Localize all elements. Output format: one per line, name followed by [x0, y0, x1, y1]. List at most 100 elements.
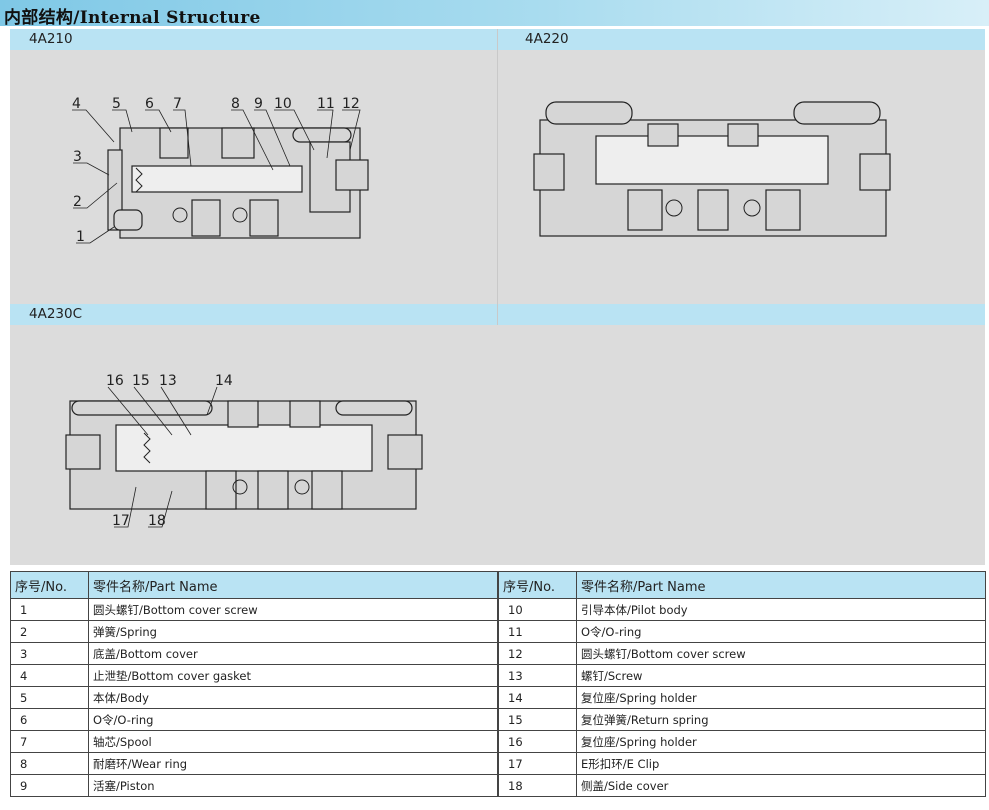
table-header-row: 序号/No. 零件名称/Part Name — [10, 571, 498, 599]
return-spring-zigzag — [143, 432, 151, 464]
cell-name: 底盖/Bottom cover — [88, 642, 498, 665]
callout-15: 15 — [132, 373, 150, 389]
cell-no: 17 — [498, 752, 577, 775]
port-circle-1 — [172, 207, 188, 223]
callout-1: 1 — [76, 229, 85, 245]
left-cap — [65, 434, 101, 470]
cell-name: 侧盖/Side cover — [576, 774, 986, 797]
port-block-5 — [311, 470, 343, 510]
callout-11: 11 — [317, 96, 335, 112]
model-bar-4a210: 4A210 — [10, 29, 497, 50]
port-block-1 — [227, 400, 259, 428]
port-block-4 — [697, 189, 729, 231]
cell-name: 耐磨环/Wear ring — [88, 752, 498, 775]
port-circle-2 — [743, 199, 761, 217]
port-block-2 — [289, 400, 321, 428]
cell-name: 圆头螺钉/Bottom cover screw — [88, 598, 498, 621]
spool-outline — [595, 135, 829, 185]
cell-name: O令/O-ring — [88, 708, 498, 731]
callout-5: 5 — [112, 96, 121, 112]
cell-no: 10 — [498, 598, 577, 621]
table-header-row: 序号/No. 零件名称/Part Name — [498, 571, 986, 599]
cell-no: 1 — [10, 598, 89, 621]
port-block-1 — [159, 127, 189, 159]
cell-no: 16 — [498, 730, 577, 753]
cell-name: 轴芯/Spool — [88, 730, 498, 753]
column-header-no: 序号/No. — [498, 571, 577, 599]
cell-no: 18 — [498, 774, 577, 797]
spool-outline — [115, 424, 373, 472]
cell-name: 复位座/Spring holder — [576, 686, 986, 709]
callout-6: 6 — [145, 96, 154, 112]
model-label-4a230c: 4A230C — [29, 306, 83, 322]
port-circle-1 — [665, 199, 683, 217]
cell-name: 活塞/Piston — [88, 774, 498, 797]
port-block-3 — [627, 189, 663, 231]
port-block-4 — [257, 470, 289, 510]
callout-12: 12 — [342, 96, 360, 112]
cell-no: 9 — [10, 774, 89, 797]
port-block-3 — [191, 199, 221, 237]
right-cap — [859, 153, 891, 191]
callout-9: 9 — [254, 96, 263, 112]
pilot-screw-left — [71, 400, 213, 416]
port-block-1 — [647, 123, 679, 147]
callout-7: 7 — [173, 96, 182, 112]
model-bar-4a230c: 4A230C — [10, 304, 497, 325]
cell-no: 15 — [498, 708, 577, 731]
panel-divider — [497, 29, 498, 325]
diagram-4a230c: 16 15 13 14 17 18 — [65, 373, 423, 529]
cell-no: 4 — [10, 664, 89, 687]
cell-name: O令/O-ring — [576, 620, 986, 643]
port-circle-2 — [232, 207, 248, 223]
callout-16: 16 — [106, 373, 124, 389]
pilot-screw-right — [793, 101, 881, 125]
model-bar-empty — [498, 304, 985, 325]
port-block-2 — [221, 127, 255, 159]
port-block-4 — [249, 199, 279, 237]
cell-no: 12 — [498, 642, 577, 665]
port-circle-1 — [232, 479, 248, 495]
model-bar-4a220: 4A220 — [498, 29, 985, 50]
right-cap — [387, 434, 423, 470]
cell-name: 复位座/Spring holder — [576, 730, 986, 753]
callout-3: 3 — [73, 149, 82, 165]
column-header-name: 零件名称/Part Name — [88, 571, 498, 599]
left-cap — [533, 153, 565, 191]
cell-no: 2 — [10, 620, 89, 643]
model-label-4a210: 4A210 — [29, 31, 73, 47]
port-block-3 — [205, 470, 237, 510]
cell-name: 复位弹簧/Return spring — [576, 708, 986, 731]
callout-4: 4 — [72, 96, 81, 112]
callout-17: 17 — [112, 513, 130, 529]
bottom-screw-outline — [113, 209, 143, 231]
diagram-4a210: 4 5 6 7 8 9 10 11 12 3 2 1 — [72, 96, 369, 245]
cell-no: 7 — [10, 730, 89, 753]
callout-18: 18 — [148, 513, 166, 529]
cell-name: 螺钉/Screw — [576, 664, 986, 687]
cell-name: 引导本体/Pilot body — [576, 598, 986, 621]
cell-no: 13 — [498, 664, 577, 687]
callout-13: 13 — [159, 373, 177, 389]
cell-name: 止泄垫/Bottom cover gasket — [88, 664, 498, 687]
callout-2: 2 — [73, 194, 82, 210]
